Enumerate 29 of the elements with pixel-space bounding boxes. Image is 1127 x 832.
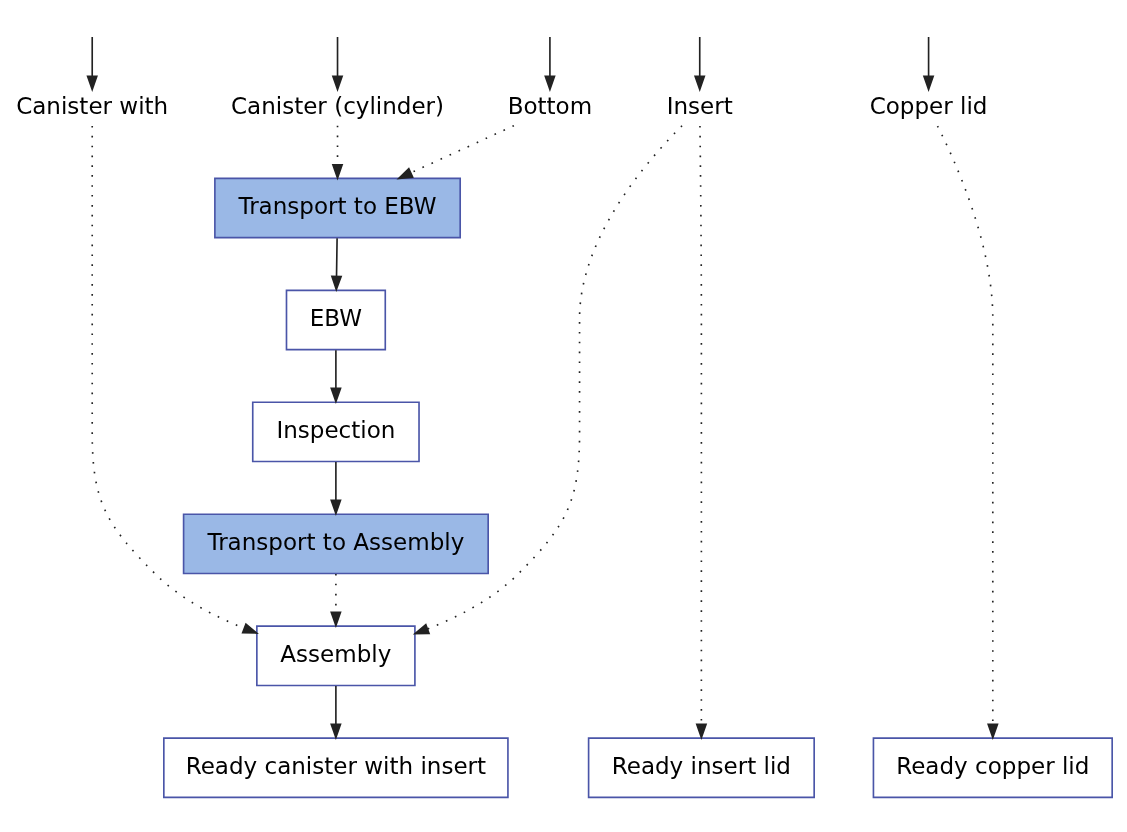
arrow	[91, 124, 259, 634]
node-text: Canister with	[16, 92, 169, 119]
arrow	[330, 236, 343, 292]
arrow	[693, 35, 706, 92]
arrow	[330, 572, 342, 628]
node-box: Inspection	[251, 400, 420, 462]
arrow	[330, 684, 342, 740]
arrow	[330, 348, 342, 404]
arrow	[412, 124, 683, 634]
arrow	[86, 35, 98, 92]
arrow	[330, 460, 342, 516]
node-box: EBW	[285, 289, 387, 350]
arrow	[922, 35, 935, 92]
node-box: Assembly	[256, 624, 416, 686]
arrow	[331, 35, 344, 92]
arrow	[331, 124, 344, 180]
node-box: Ready copper lid	[872, 736, 1113, 798]
node-box: Ready canister with insert	[163, 736, 509, 798]
node-text: Insert	[666, 92, 733, 119]
arrow	[936, 124, 999, 740]
arrow	[544, 35, 556, 92]
arrow	[396, 124, 515, 179]
node-text: Bottom	[507, 92, 593, 119]
node-box: Transport to Assembly	[182, 512, 489, 574]
node-text: Copper lid	[869, 92, 988, 119]
node-box: Transport to EBW	[214, 177, 461, 238]
node-box: Ready insert lid	[587, 736, 815, 798]
arrow	[695, 124, 708, 740]
node-text: Canister (cylinder)	[230, 92, 445, 119]
